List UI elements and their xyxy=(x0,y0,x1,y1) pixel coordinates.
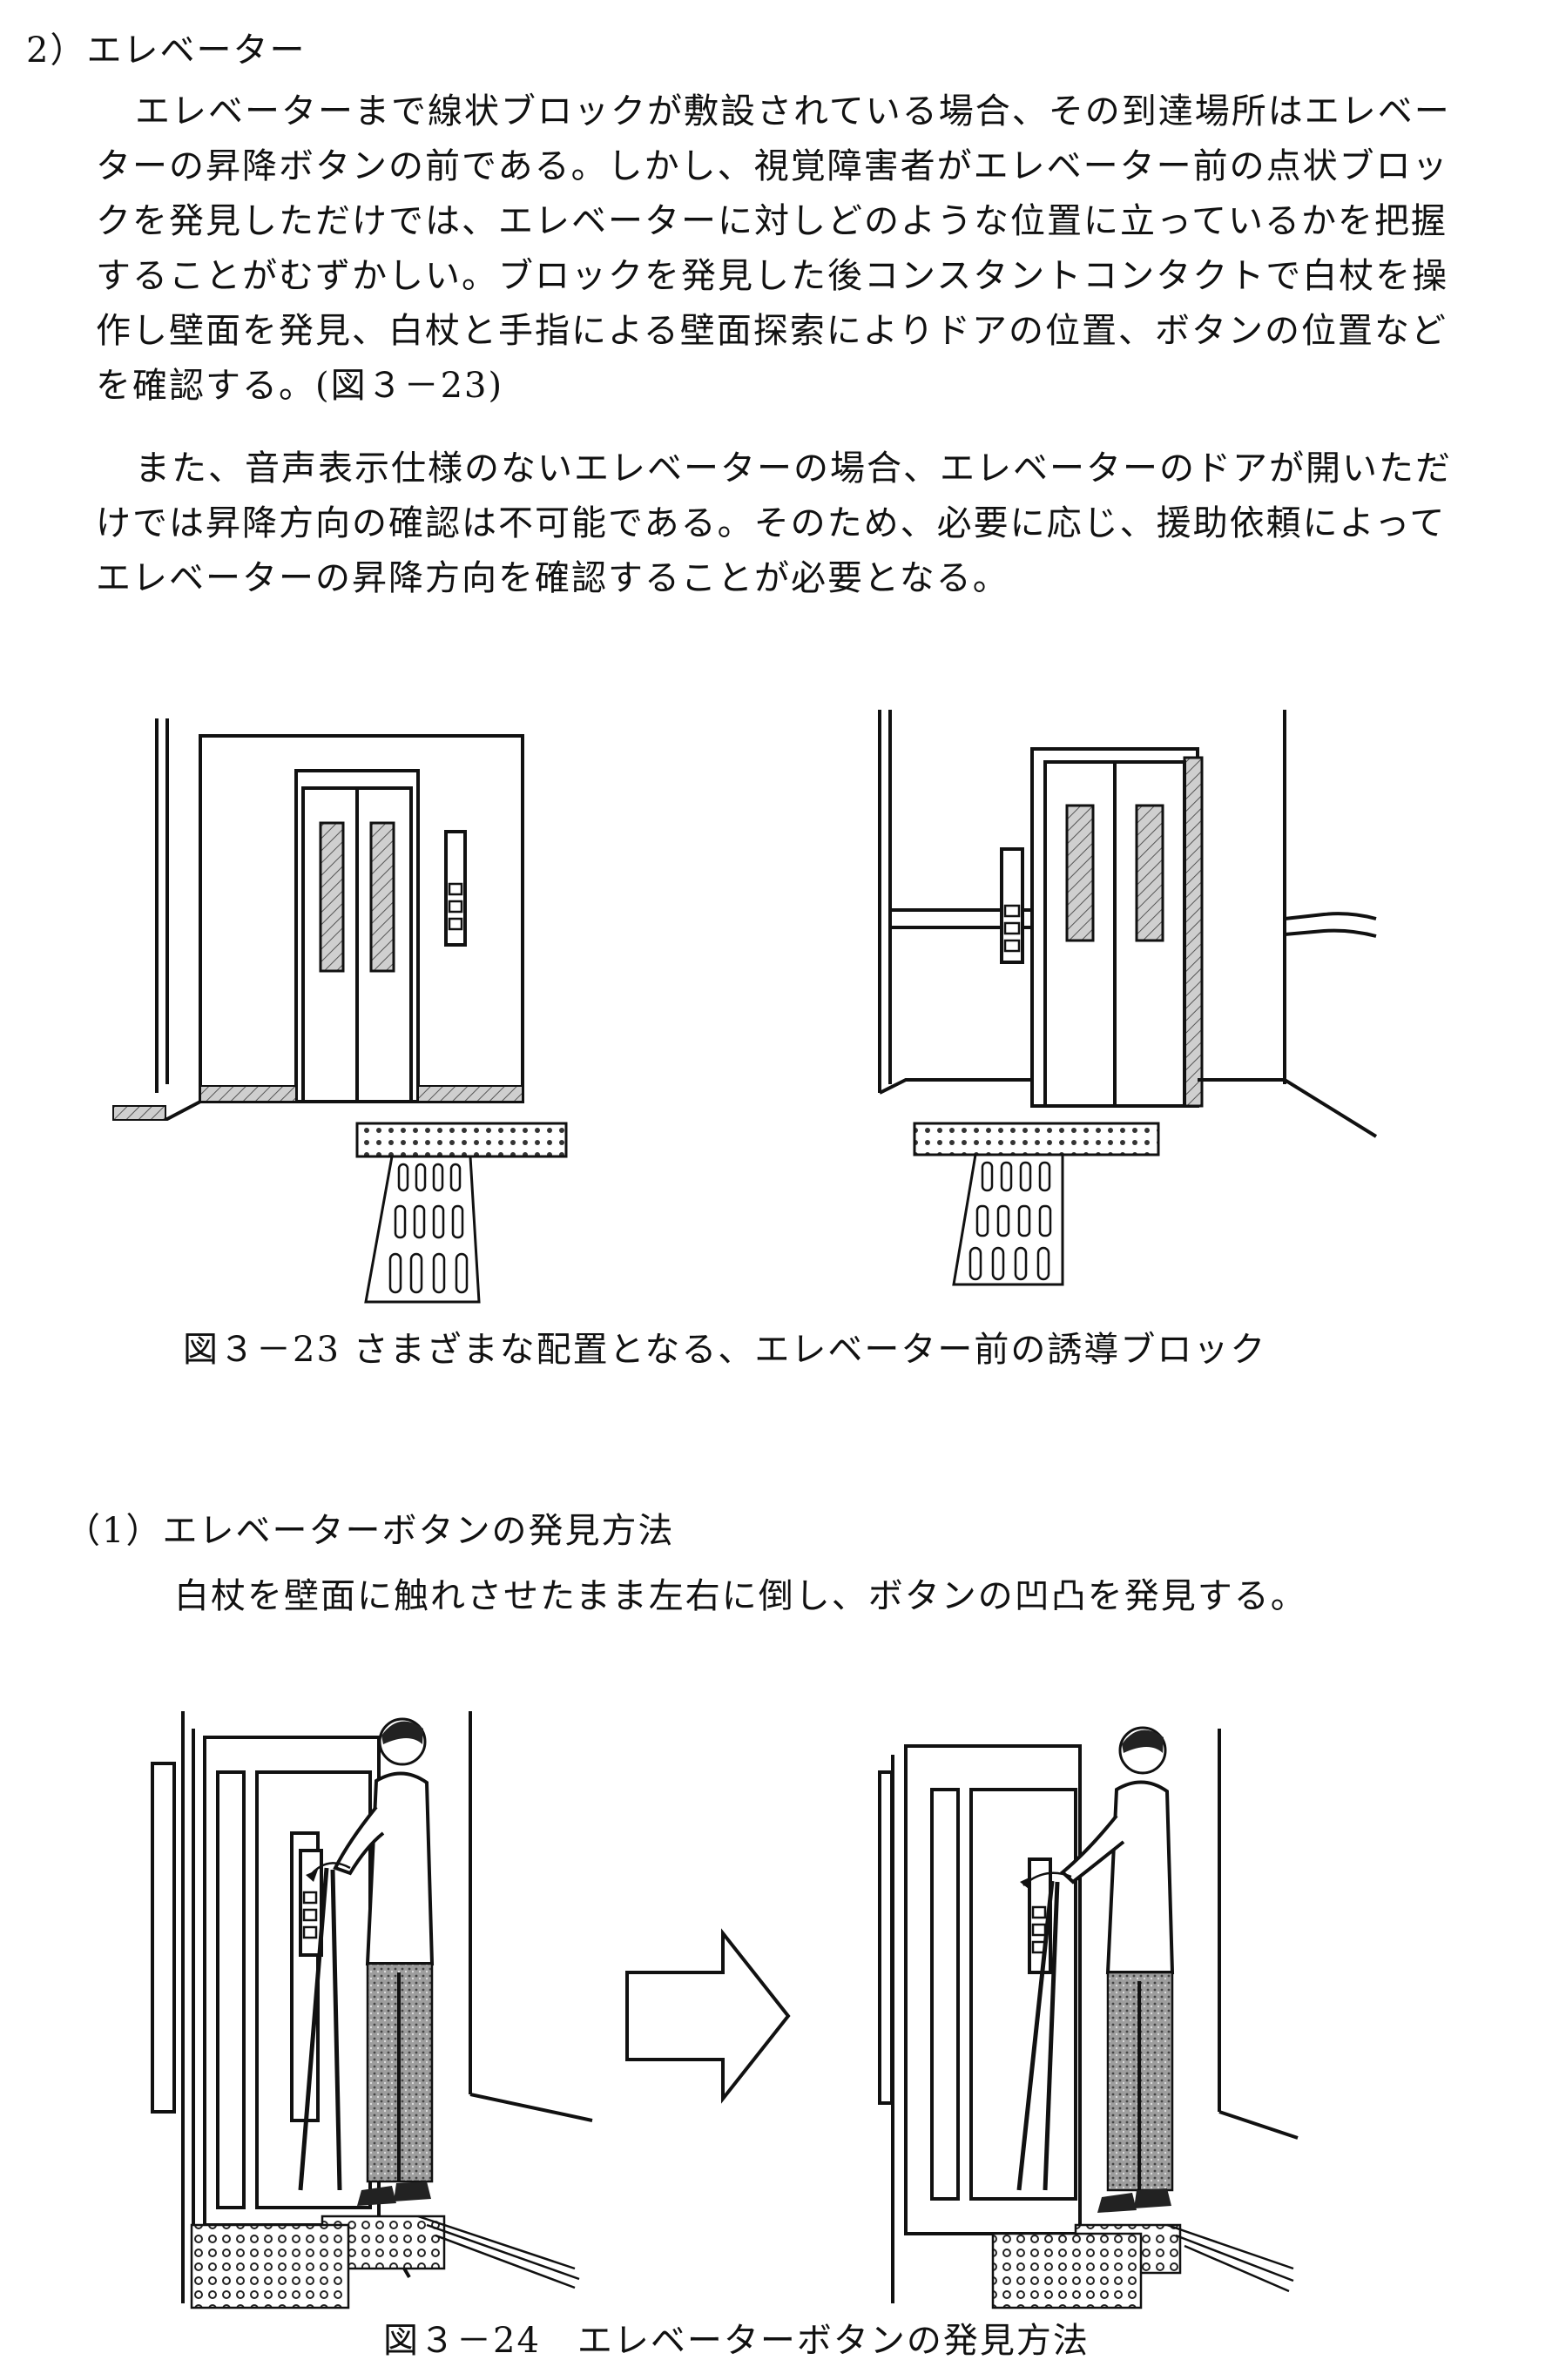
warning-block xyxy=(913,1122,1160,1156)
section-heading-buttons: （1）エレベーターボタンの発見方法 xyxy=(65,1511,675,1551)
figure-3-23-illustrations xyxy=(112,710,1378,1304)
paragraph-line: エレベーターまで線状ブロックが敷設されている場合、その到達場所はエレベー xyxy=(135,91,1451,131)
person-with-white-cane xyxy=(1016,1726,1175,2213)
person-with-white-cane xyxy=(298,1717,435,2206)
call-button-panel xyxy=(444,830,467,947)
paragraph-line: クを発見しただけでは、エレベーターに対しどのような位置に立っているかを把握 xyxy=(96,201,1448,241)
figure-3-24-caption: 図３－24 エレベーターボタンの発見方法 xyxy=(383,2321,1090,2361)
arrow-right-icon xyxy=(625,1928,791,2104)
section-heading-elevator: 2）エレベーター xyxy=(26,30,307,71)
figure-3-23-caption: 図３－23 さまざまな配置となる、エレベーター前の誘導ブロック xyxy=(183,1330,1267,1370)
elevator-illustration-left xyxy=(112,718,568,1304)
paragraph-line: けでは昇降方向の確認は不可能である。そのため、必要に応じ、援助依頼によって xyxy=(96,503,1447,543)
paragraph-line: エレベーターの昇降方向を確認することが必要となる。 xyxy=(96,558,1009,598)
paragraph-line: 作し壁面を発見、白杖と手指による壁面探索によりドアの位置、ボタンの位置など xyxy=(96,311,1448,351)
guiding-block xyxy=(364,1155,481,1304)
paragraph-line: また、音声表示仕様のないエレベーターの場合、エレベーターのドアが開いただ xyxy=(135,448,1452,489)
section-body-buttons: 白杖を壁面に触れさせたまま左右に倒し、ボタンの凹凸を発見する。 xyxy=(174,1576,1307,1616)
button-search-scene-after xyxy=(878,1726,1299,2309)
paragraph-line: することがむずかしい。ブロックを発見した後コンスタントコンタクトで白杖を操 xyxy=(96,256,1449,296)
figure-3-24-illustrations xyxy=(151,1711,1299,2309)
elevator-illustration-right xyxy=(878,710,1378,1286)
paragraph-line: ターの昇降ボタンの前である。しかし、視覚障害者がエレベーター前の点状ブロッ xyxy=(96,146,1449,186)
button-search-scene-before xyxy=(151,1711,593,2309)
warning-block xyxy=(355,1122,568,1158)
paragraph-line: を確認する。(図３－23) xyxy=(96,366,504,406)
